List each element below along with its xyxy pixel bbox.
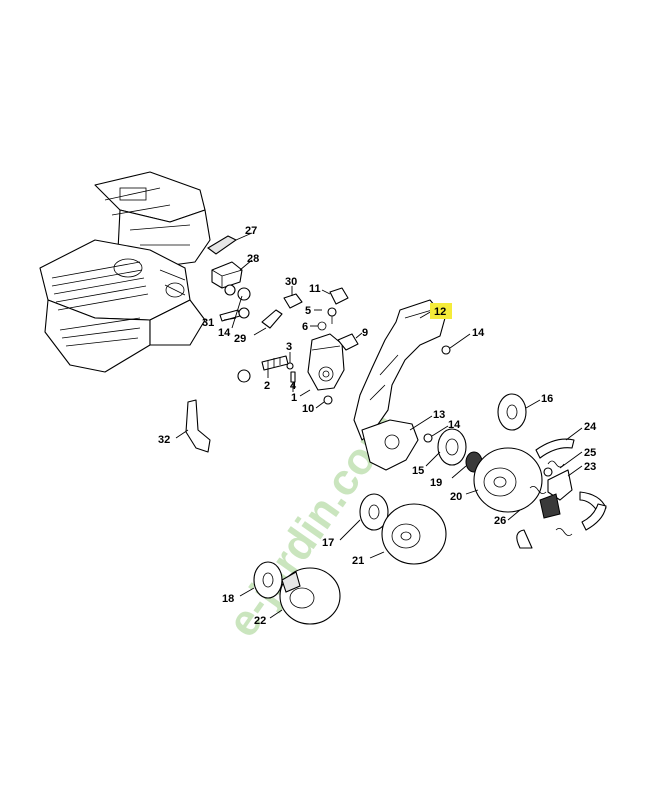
callout-18: 18 [222, 593, 234, 605]
callout-10: 10 [302, 403, 314, 415]
part-16-rim-sprocket [497, 393, 527, 431]
callout-19: 19 [430, 477, 442, 489]
part-2-bolt [261, 355, 289, 371]
callout-14-left: 14 [218, 327, 231, 339]
part-17-rim-sprocket [359, 493, 389, 531]
callout-25: 25 [584, 447, 596, 459]
callout-27: 27 [245, 225, 257, 237]
callout-20: 20 [450, 491, 462, 503]
callout-31: 31 [202, 317, 214, 329]
part-6-spring [317, 321, 327, 331]
callout-12-highlight [430, 303, 452, 319]
callout-5: 5 [305, 305, 311, 317]
callout-1: 1 [291, 392, 297, 404]
part-15-rim [437, 428, 467, 466]
callout-16: 16 [541, 393, 553, 405]
callout-13: 13 [433, 409, 445, 421]
callout-22: 22 [254, 615, 266, 627]
part-31-screw [219, 307, 250, 322]
part-3-ring [286, 362, 294, 370]
part-22-clutch-drum [279, 567, 341, 625]
part-23-clutch-carrier [547, 469, 573, 501]
leader-lines [175, 232, 583, 619]
callout-labels: 1 2 3 4 5 6 9 10 11 12 13 14 14 14 15 16… [158, 225, 597, 627]
part-30-nut [283, 293, 303, 309]
part-ball [237, 369, 251, 383]
part-29-clip [261, 309, 283, 329]
callout-9: 9 [362, 327, 368, 339]
callout-4: 4 [290, 380, 297, 392]
part-14-screw-left [224, 284, 251, 301]
part-26-clutch-parts [516, 486, 607, 549]
part-20-clutch-drum [473, 447, 543, 513]
part-28-bracket [211, 261, 243, 289]
callout-32: 32 [158, 434, 170, 446]
part-5-screw [327, 307, 337, 324]
callout-14-mid: 14 [448, 419, 461, 431]
part-27-pad [207, 235, 238, 255]
part-14-screw-top [441, 345, 451, 355]
callout-17: 17 [322, 537, 334, 549]
part-12-sprocket-cover [353, 299, 446, 471]
part-24-shoe [535, 438, 575, 459]
part-9-plug [337, 333, 359, 351]
callout-15: 15 [412, 465, 424, 477]
part-18-sprocket [253, 561, 283, 599]
callout-2: 2 [264, 380, 270, 392]
part-10-screw [323, 395, 333, 405]
callout-28: 28 [247, 253, 259, 265]
callout-14-top: 14 [472, 327, 485, 339]
oil-pump [307, 333, 345, 391]
callout-12: 12 [434, 306, 446, 318]
callout-29: 29 [234, 333, 246, 345]
engine-block [39, 171, 211, 373]
callout-30: 30 [285, 276, 297, 288]
part-32-bracket [185, 399, 211, 453]
callout-26: 26 [494, 515, 506, 527]
callout-23: 23 [584, 461, 596, 473]
part-21-clutch-drum [381, 503, 447, 565]
part-14-screw-mid [423, 433, 433, 443]
callout-6: 6 [302, 321, 308, 333]
part-11-cap [329, 287, 349, 305]
callout-21: 21 [352, 555, 364, 567]
callout-11: 11 [309, 283, 321, 295]
callout-3: 3 [286, 341, 292, 353]
callout-24: 24 [584, 421, 597, 433]
